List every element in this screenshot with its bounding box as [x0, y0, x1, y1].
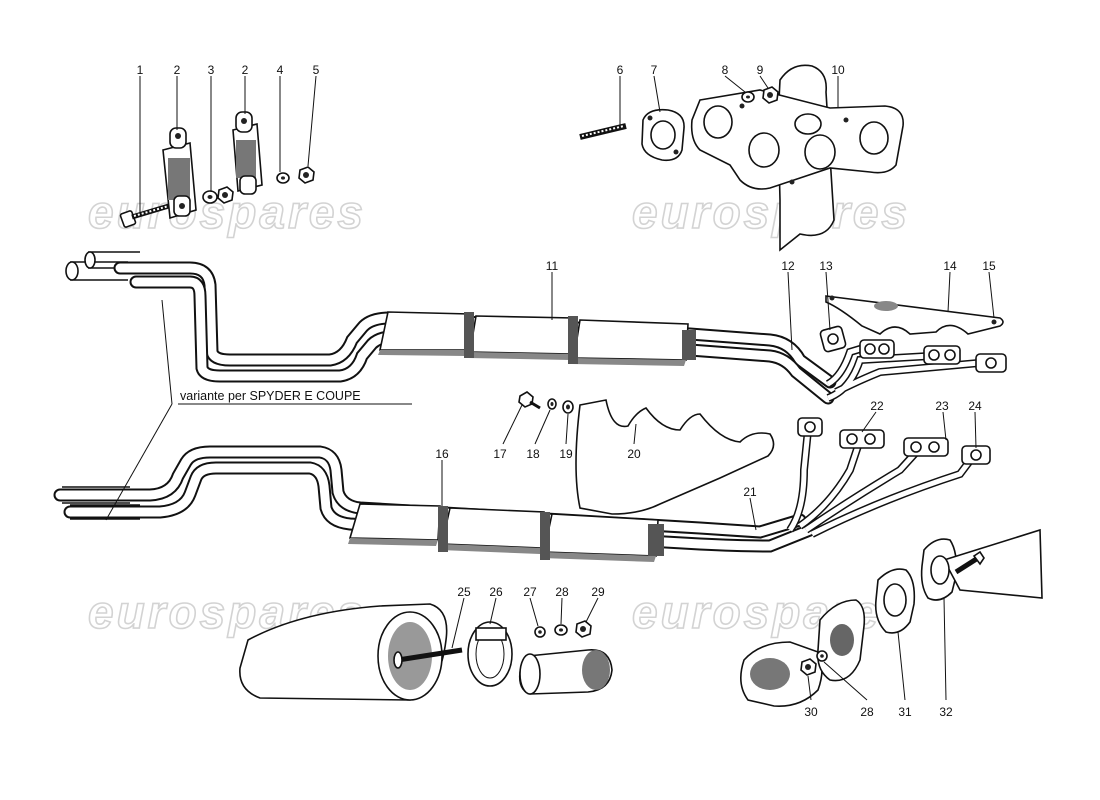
callout-17[interactable]: 17 [493, 447, 507, 461]
callout-15[interactable]: 15 [982, 259, 996, 273]
watermark-layer: eurospares eurospares eurospares eurospa… [87, 185, 910, 639]
callout-7[interactable]: 7 [651, 63, 658, 77]
callout-12[interactable]: 12 [781, 259, 795, 273]
washer-part[interactable] [816, 650, 828, 662]
callout-16[interactable]: 16 [435, 447, 449, 461]
pipe-flange[interactable] [920, 528, 1043, 601]
callout-6[interactable]: 6 [617, 63, 624, 77]
bolt-part[interactable] [119, 202, 173, 228]
nut-part[interactable] [298, 166, 315, 184]
heat-shield-upper[interactable] [825, 295, 1004, 335]
callout-19[interactable]: 19 [559, 447, 573, 461]
washer-part[interactable] [562, 400, 574, 414]
callout-2[interactable]: 2 [174, 63, 181, 77]
callout-18[interactable]: 18 [526, 447, 540, 461]
flange-detail-group [740, 528, 1043, 707]
callout-28[interactable]: 28 [860, 705, 874, 719]
tailpipe-lower[interactable] [62, 486, 140, 520]
callout-5[interactable]: 5 [313, 63, 320, 77]
clamp-bolt[interactable] [393, 647, 463, 669]
callout-11[interactable]: 11 [546, 259, 559, 273]
callout-3[interactable]: 3 [208, 63, 215, 77]
callout-13[interactable]: 13 [819, 259, 833, 273]
callout-8[interactable]: 8 [722, 63, 729, 77]
callout-25[interactable]: 25 [457, 585, 471, 599]
callout-9[interactable]: 9 [757, 63, 764, 77]
pipe-section-detail[interactable] [518, 649, 613, 695]
flange-stud[interactable] [954, 550, 985, 575]
callout-numbers: 1 2 3 2 4 5 6 7 8 9 10 11 12 13 14 15 16… [137, 63, 996, 719]
rubber-hanger-right[interactable] [232, 111, 263, 195]
callout-1[interactable]: 1 [137, 63, 144, 77]
callout-10[interactable]: 10 [831, 63, 845, 77]
callout-32[interactable]: 32 [939, 705, 953, 719]
flange-gasket-ring[interactable] [874, 568, 916, 634]
washer-part[interactable] [547, 398, 557, 410]
lower-exhaust-system [53, 391, 991, 562]
flange-gasket[interactable] [641, 108, 685, 162]
stud-part[interactable] [579, 123, 627, 140]
washer-part[interactable] [741, 91, 755, 103]
nut-part[interactable] [217, 186, 234, 204]
callout-21[interactable]: 21 [743, 485, 757, 499]
watermark-top-right: eurospares [632, 186, 910, 238]
variant-annotation: variante per SPYDER E COUPE [105, 299, 412, 521]
callout-20[interactable]: 20 [627, 447, 641, 461]
nut-part[interactable] [800, 658, 817, 676]
callout-26[interactable]: 26 [489, 585, 503, 599]
upper-exhaust-system [65, 251, 1007, 405]
watermark-bottom-right: eurospares [632, 586, 910, 638]
callout-14[interactable]: 14 [943, 259, 957, 273]
muffler-lower[interactable] [348, 503, 664, 562]
tailpipe-upper[interactable] [65, 251, 140, 281]
flange-plate[interactable] [816, 599, 866, 682]
callout-22[interactable]: 22 [870, 399, 884, 413]
bolt-part[interactable] [518, 391, 541, 410]
callout-23[interactable]: 23 [935, 399, 949, 413]
variant-note: variante per SPYDER E COUPE [180, 389, 361, 403]
spring-washer-part[interactable] [554, 624, 568, 636]
nut-part[interactable] [762, 86, 779, 104]
washer-part[interactable] [276, 172, 290, 184]
leader-lines [139, 75, 995, 701]
washer-part[interactable] [534, 626, 546, 638]
heat-shield-lower[interactable] [575, 399, 775, 515]
callout-31[interactable]: 31 [898, 705, 912, 719]
header-pipes-lower[interactable] [786, 417, 991, 538]
callout-27[interactable]: 27 [523, 585, 537, 599]
hanger-fasteners-group [119, 111, 315, 228]
callout-4[interactable]: 4 [277, 63, 284, 77]
muffler-upper[interactable] [378, 311, 696, 366]
nut-part[interactable] [575, 620, 592, 638]
callout-28[interactable]: 28 [555, 585, 569, 599]
rubber-hanger-left[interactable] [162, 127, 197, 220]
pipe-clamp[interactable] [467, 621, 513, 687]
callout-2[interactable]: 2 [242, 63, 249, 77]
washer-part[interactable] [202, 190, 218, 204]
manifold-gasket[interactable] [690, 89, 904, 190]
clamp-detail-group [239, 603, 613, 701]
callout-29[interactable]: 29 [591, 585, 605, 599]
callout-24[interactable]: 24 [968, 399, 982, 413]
header-pipes-upper[interactable] [819, 325, 1007, 402]
manifold-gasket-group [579, 64, 904, 252]
callout-30[interactable]: 30 [804, 705, 818, 719]
